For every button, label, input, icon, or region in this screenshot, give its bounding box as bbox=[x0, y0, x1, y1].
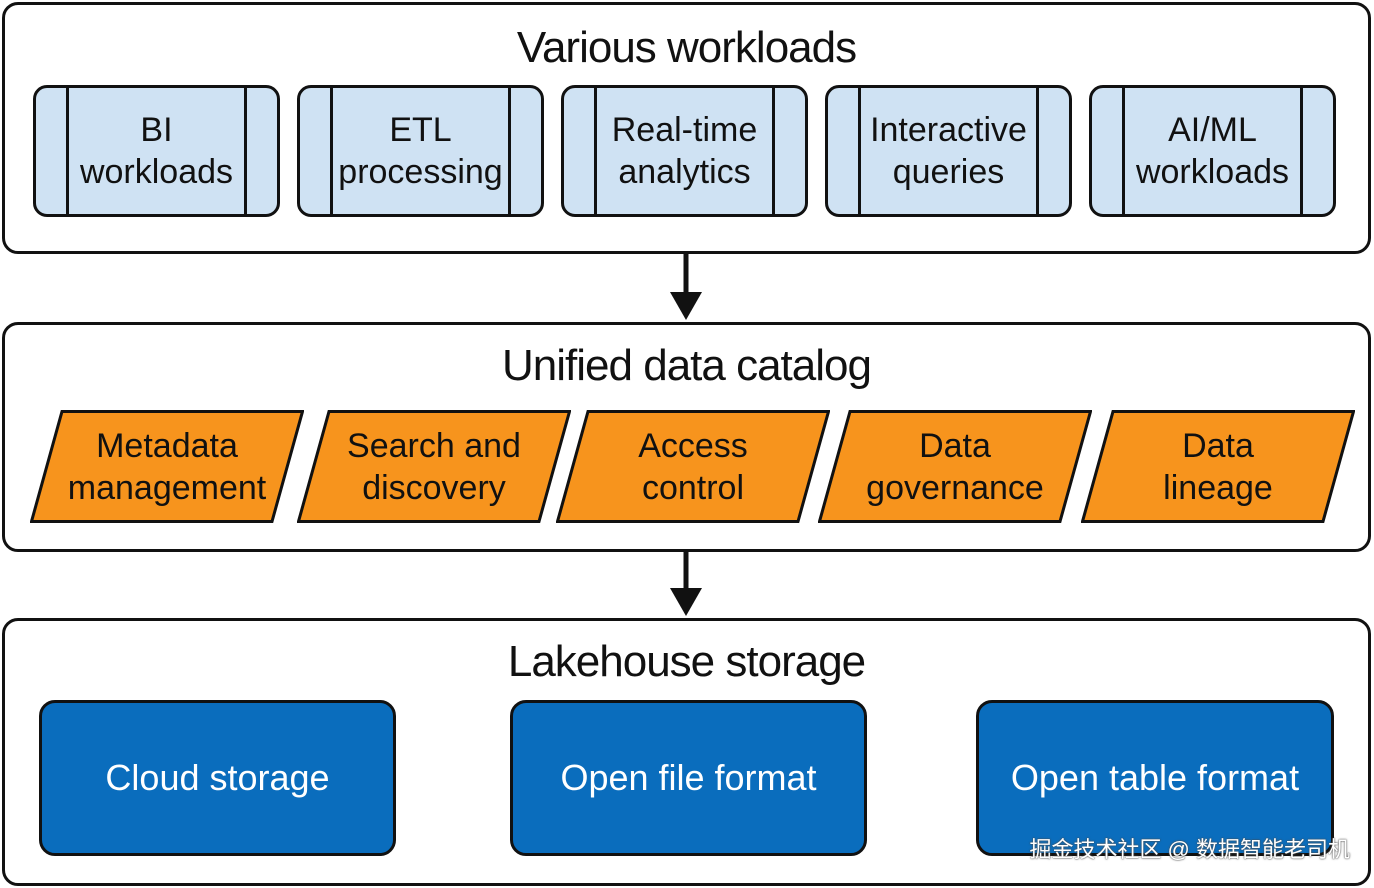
arrow-down-icon bbox=[670, 254, 702, 320]
workload-label: Interactive queries bbox=[870, 111, 1027, 191]
workload-etl: ETL processing bbox=[297, 85, 544, 217]
catalog-label: Metadata management bbox=[67, 426, 267, 507]
watermark: 掘金技术社区 @ 数据智能老司机 bbox=[1029, 837, 1350, 862]
workload-interactive: Interactive queries bbox=[825, 85, 1072, 217]
catalog-access: Access control bbox=[556, 410, 830, 523]
workload-bi: BI workloads bbox=[33, 85, 280, 217]
catalog-governance: Data governance bbox=[818, 410, 1092, 523]
workload-aiml: AI/ML workloads bbox=[1089, 85, 1336, 217]
workload-label: AI/ML workloads bbox=[1135, 111, 1290, 191]
storage-open-file: Open file format bbox=[510, 700, 867, 856]
catalog-lineage: Data lineage bbox=[1081, 410, 1355, 523]
catalog-search: Search and discovery bbox=[297, 410, 571, 523]
catalog-label: Access control bbox=[638, 426, 748, 507]
storage-cloud: Cloud storage bbox=[39, 700, 396, 856]
arrow-down-icon bbox=[670, 552, 702, 616]
workload-label: ETL processing bbox=[338, 111, 503, 191]
workload-label: Real-time analytics bbox=[611, 111, 758, 191]
catalog-metadata: Metadata management bbox=[30, 410, 304, 523]
storage-open-table: Open table format bbox=[976, 700, 1334, 856]
workload-label: BI workloads bbox=[79, 111, 234, 191]
catalog-layer-title: Unified data catalog bbox=[502, 341, 872, 390]
catalog-label: Data governance bbox=[866, 426, 1044, 507]
workload-realtime: Real-time analytics bbox=[561, 85, 808, 217]
catalog-label: Search and discovery bbox=[347, 426, 521, 507]
storage-layer-title: Lakehouse storage bbox=[507, 637, 866, 686]
workloads-layer-title: Various workloads bbox=[516, 23, 857, 72]
catalog-label: Data lineage bbox=[1163, 426, 1273, 507]
